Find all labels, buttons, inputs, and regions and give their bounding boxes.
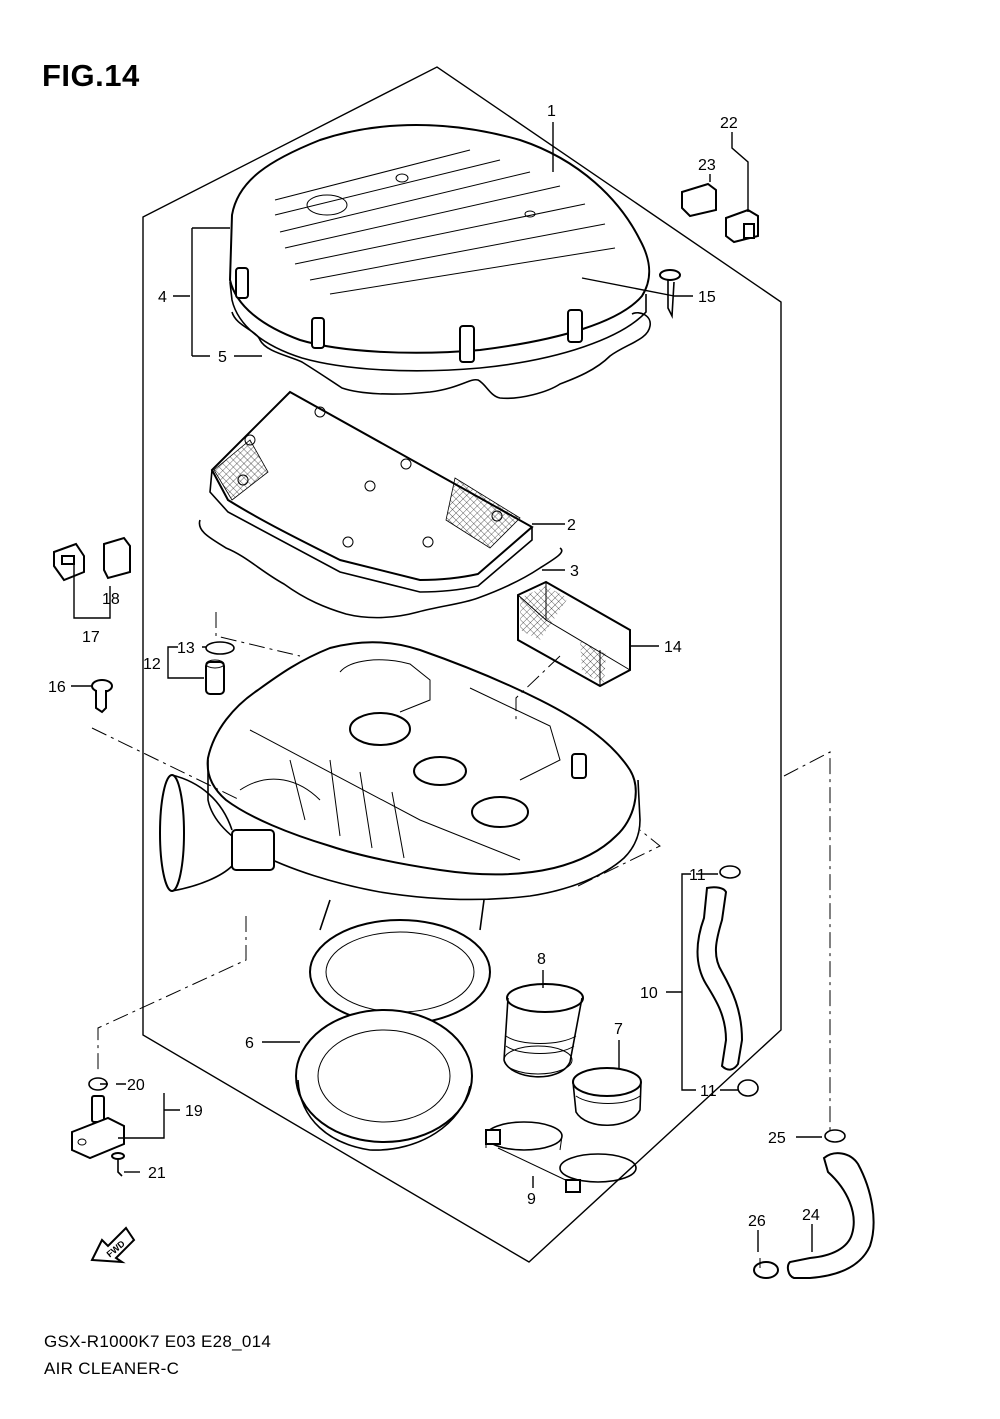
cap-part (205, 641, 235, 695)
callout-26: 26 (748, 1213, 766, 1230)
callout-18: 18 (102, 591, 120, 608)
forward-arrow-icon: FWD (90, 1226, 136, 1264)
bolt-part (91, 679, 113, 714)
drain-plug-part (71, 1077, 125, 1177)
callout-16: 16 (48, 679, 66, 696)
figure-title: FIG.14 (42, 58, 140, 93)
callout-25: 25 (768, 1130, 786, 1147)
clamp-part (485, 1121, 637, 1193)
intake-funnel-part (295, 1009, 473, 1151)
lower-case-part (159, 641, 641, 1025)
alignment-lines (91, 612, 831, 1132)
callout-21: 21 (148, 1165, 166, 1182)
model-code: GSX-R1000K7 E03 E28_014 (44, 1332, 272, 1351)
callout-7: 7 (614, 1021, 623, 1038)
callout-2: 2 (567, 517, 576, 534)
callout-5: 5 (218, 349, 227, 366)
callout-11-lower: 11 (700, 1083, 717, 1100)
breather-hose-part (753, 1129, 875, 1279)
callout-11-upper: 11 (689, 867, 706, 884)
sensor-part (53, 536, 131, 596)
leader-lines (71, 122, 822, 1252)
callout-labels: 1 2 3 4 5 6 7 8 9 10 11 11 12 13 14 15 1… (48, 103, 820, 1230)
upper-case-part (228, 124, 651, 400)
clip-ring-lower-part (737, 1079, 759, 1097)
sponge-pad-part (517, 580, 631, 688)
callout-20: 20 (127, 1077, 145, 1094)
callout-17: 17 (82, 629, 100, 646)
assembly-boundary (142, 66, 782, 1263)
callout-22: 22 (720, 115, 738, 132)
callout-9: 9 (527, 1191, 536, 1208)
filter-seal-part (198, 519, 563, 619)
outlet-joint-part (503, 983, 584, 1078)
callout-19: 19 (185, 1103, 203, 1120)
clip-ring-part (719, 865, 741, 879)
air-filter-element-part (209, 390, 534, 593)
screw-part (659, 269, 681, 320)
callout-13: 13 (177, 640, 195, 657)
connector-part (681, 182, 759, 244)
callout-12: 12 (143, 656, 161, 673)
callout-14: 14 (664, 639, 682, 656)
outlet-hose-joint-part (572, 1067, 642, 1127)
callout-4: 4 (158, 289, 167, 306)
callout-15: 15 (698, 289, 716, 306)
callout-1: 1 (547, 103, 556, 120)
callout-6: 6 (245, 1035, 254, 1052)
callout-24: 24 (802, 1207, 820, 1224)
callout-10: 10 (640, 985, 658, 1002)
callout-8: 8 (537, 951, 546, 968)
drain-hose-part (696, 886, 744, 1071)
callout-3: 3 (570, 563, 579, 580)
section-name: AIR CLEANER-C (44, 1359, 180, 1378)
callout-23: 23 (698, 157, 716, 174)
